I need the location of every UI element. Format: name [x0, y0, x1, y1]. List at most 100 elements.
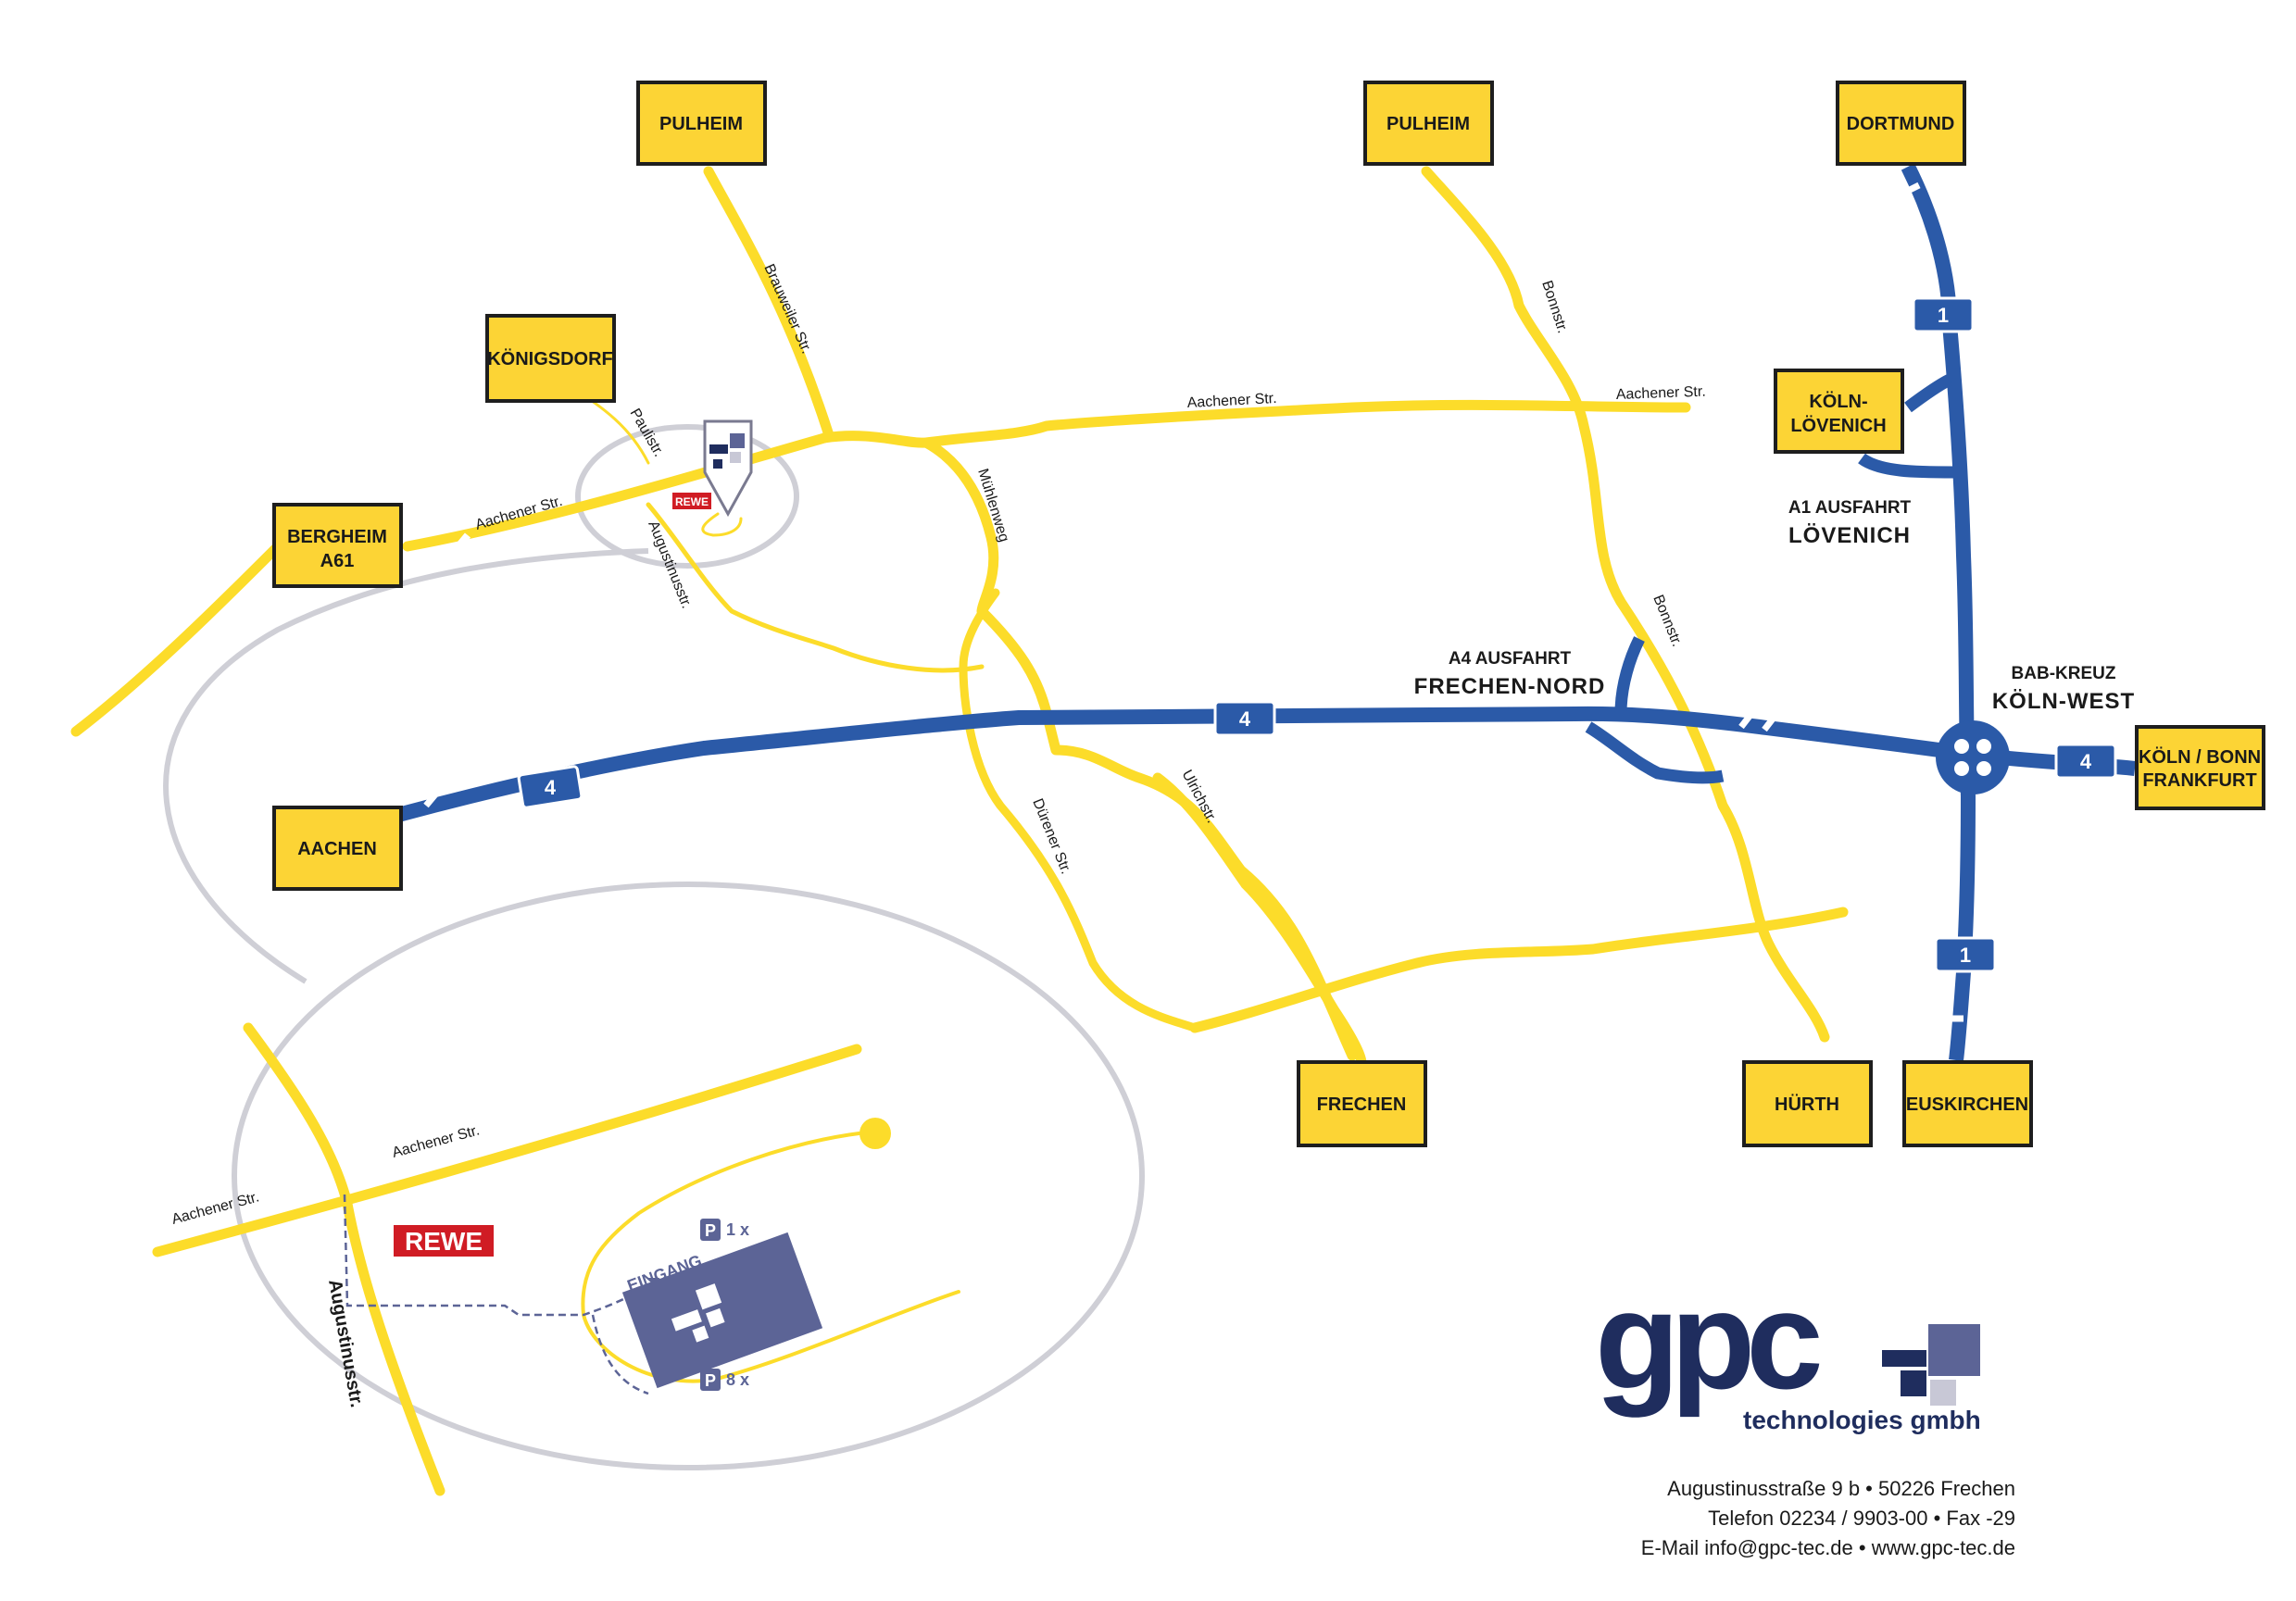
label-brauweiler: Brauweiler Str.	[760, 262, 814, 356]
a1-exit-loevenich	[1858, 374, 1955, 479]
contact-address: Augustinusstraße 9 b • 50226 Frechen	[1667, 1477, 2015, 1500]
detail-label-aachener-west: Aachener Str.	[170, 1189, 261, 1228]
road-aachener-west	[402, 432, 830, 552]
svg-text:P: P	[705, 1221, 716, 1240]
sign-frechen: FRECHEN	[1297, 1060, 1427, 1147]
roads	[70, 166, 1849, 1069]
logo-square-dark	[1882, 1350, 1926, 1367]
detail-augustinusstr	[243, 1022, 445, 1496]
road-augustinus-overview	[646, 502, 985, 673]
parking-2: P 8 x	[700, 1369, 749, 1391]
logo-wordmark: gpc	[1595, 1262, 1824, 1418]
label-duerener: Dürener Str.	[1029, 796, 1073, 876]
kreuz-small: BAB-KREUZ	[2012, 664, 2116, 683]
a1-exit-large: LÖVENICH	[1788, 523, 1911, 548]
sign-koeln-bonn: KÖLN / BONN FRANKFURT	[2135, 725, 2265, 810]
sign-aachen: AACHEN	[272, 806, 403, 891]
gpc-logo: gpc technologies gmbh	[1595, 1270, 2002, 1445]
sign-koeln-loevenich: KÖLN- LÖVENICH	[1774, 369, 1904, 454]
exit-labels: A1 AUSFAHRT LÖVENICH A4 AUSFAHRT FRECHEN…	[1414, 498, 2135, 714]
rewe-small-logo: REWE	[672, 493, 711, 509]
svg-text:HÜRTH: HÜRTH	[1775, 1094, 1839, 1115]
logo-subline: technologies gmbh	[1743, 1406, 1981, 1434]
road-muehlenweg-inner	[959, 588, 1199, 1032]
parking-1: P 1 x	[700, 1219, 749, 1241]
detail-road-end	[859, 1118, 891, 1149]
city-signs: PULHEIM PULHEIM DORTMUND KÖNIGSDORF BERG…	[272, 81, 2265, 1147]
kreuz-large: KÖLN-WEST	[1992, 689, 2135, 714]
contact-web: E-Mail info@gpc-tec.de • www.gpc-tec.de	[1640, 1536, 2015, 1559]
a1-shield-north: 1	[1912, 296, 1975, 333]
detail-ellipse	[232, 882, 1145, 1470]
sign-dortmund: DORTMUND	[1836, 81, 1966, 166]
road-muehlenweg	[921, 437, 1358, 1061]
svg-text:4: 4	[545, 776, 557, 799]
a4-exit-frechen-nord	[1585, 636, 1725, 784]
label-aachener-center: Aachener Str.	[1186, 391, 1277, 411]
logo-square-mid	[1928, 1324, 1980, 1376]
svg-text:4: 4	[1239, 707, 1251, 731]
svg-text:DORTMUND: DORTMUND	[1847, 114, 1955, 134]
sign-pulheim-right: PULHEIM	[1363, 81, 1494, 166]
sign-koenigsdorf: KÖNIGSDORF	[485, 314, 616, 403]
road-aachener-main	[819, 399, 1691, 448]
svg-text:FRANKFURT: FRANKFURT	[2142, 770, 2256, 791]
svg-text:P: P	[705, 1371, 716, 1390]
a1-exit-small: A1 AUSFAHRT	[1788, 498, 1912, 518]
a4-exit-small: A4 AUSFAHRT	[1449, 649, 1572, 669]
sign-bergheim: BERGHEIM A61	[272, 503, 403, 588]
svg-text:BERGHEIM: BERGHEIM	[287, 527, 387, 547]
contact-phone: Telefon 02234 / 9903-00 • Fax -29	[1708, 1507, 2015, 1530]
sign-pulheim-left: PULHEIM	[636, 81, 767, 166]
logo-square-small	[1901, 1370, 1926, 1396]
road-pin-loop	[701, 512, 743, 537]
svg-text:1 x: 1 x	[726, 1220, 749, 1239]
svg-text:8 x: 8 x	[726, 1370, 749, 1389]
street-labels: Brauweiler Str. Aachener Str. Aachener S…	[473, 262, 1706, 877]
svg-text:KÖNIGSDORF: KÖNIGSDORF	[487, 348, 613, 369]
road-bergheim-diagonal	[70, 541, 283, 737]
detail-aachener	[152, 1044, 862, 1257]
svg-text:EUSKIRCHEN: EUSKIRCHEN	[1906, 1094, 2028, 1115]
svg-text:1: 1	[1938, 304, 1949, 327]
eingang-arrow-icon	[648, 1278, 659, 1287]
overview-highlight-circle	[575, 424, 799, 569]
detail-label-augustinusstr: Augustinusstr.	[324, 1278, 367, 1409]
road-bonnstr	[1421, 166, 1830, 1043]
svg-text:LÖVENICH: LÖVENICH	[1790, 415, 1886, 436]
road-brauweiler	[703, 166, 834, 441]
highway-shields: 4 4 4 1 1	[517, 296, 2117, 973]
svg-text:AACHEN: AACHEN	[297, 839, 377, 859]
svg-text:FRECHEN: FRECHEN	[1317, 1094, 1407, 1115]
a4-shield-center: 4	[1213, 700, 1276, 737]
detail-label-aachener-east: Aachener Str.	[391, 1122, 482, 1161]
svg-text:PULHEIM: PULHEIM	[659, 114, 743, 134]
road-frechen-east	[1189, 907, 1849, 1033]
sign-huerth: HÜRTH	[1742, 1060, 1873, 1147]
label-aachener-east: Aachener Str.	[1616, 384, 1706, 403]
svg-text:KÖLN / BONN: KÖLN / BONN	[2139, 746, 2261, 768]
a4-exit-large: FRECHEN-NORD	[1414, 674, 1606, 699]
svg-text:REWE: REWE	[675, 495, 709, 508]
label-bonnstr-north: Bonnstr.	[1538, 279, 1570, 335]
road-ulrichstr	[1152, 772, 1367, 1069]
road-cuts	[455, 398, 1750, 549]
logo-square-light	[1930, 1380, 1956, 1406]
label-bonnstr-south: Bonnstr.	[1650, 593, 1685, 649]
label-paulistr: Paulistr.	[627, 407, 667, 460]
sign-euskirchen: EUSKIRCHEN	[1902, 1060, 2033, 1147]
motorways	[395, 163, 2136, 1061]
connector-ring	[163, 548, 649, 984]
svg-text:1: 1	[1960, 944, 1971, 967]
a1-shield-south: 1	[1934, 936, 1997, 973]
location-pin	[703, 419, 753, 518]
svg-text:REWE: REWE	[405, 1227, 483, 1256]
a4-shield-east: 4	[2054, 743, 2117, 780]
svg-text:KÖLN-: KÖLN-	[1809, 391, 1867, 412]
detail-map: REWE Aachener Str. Aachener Str. Augusti…	[152, 1022, 960, 1496]
a4-shield-west: 4	[517, 765, 583, 809]
svg-text:PULHEIM: PULHEIM	[1386, 114, 1470, 134]
contact-block: Augustinusstraße 9 b • 50226 Frechen Tel…	[1641, 1474, 2015, 1563]
svg-text:4: 4	[2080, 750, 2092, 773]
